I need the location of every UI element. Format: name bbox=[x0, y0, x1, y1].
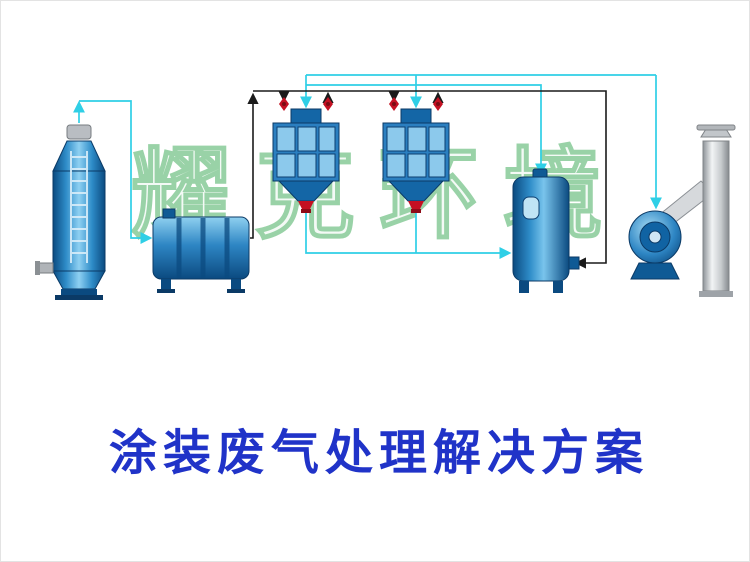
diagram-title: 涂装废气处理解决方案 bbox=[109, 425, 649, 481]
tank-window bbox=[522, 196, 540, 220]
fan-base bbox=[630, 262, 680, 280]
stack-cap-plate bbox=[696, 124, 736, 131]
adsorberB-bottom-valve bbox=[408, 201, 424, 209]
tower-inlet-nozzle bbox=[38, 262, 54, 274]
tower-bottom-cone bbox=[52, 270, 106, 290]
adsorberA-panels bbox=[276, 126, 336, 178]
carbon-adsorber-a bbox=[272, 97, 340, 213]
adsorberB-valve-right-icon bbox=[433, 97, 443, 111]
tank-side-stub bbox=[568, 256, 580, 270]
storage-tank bbox=[512, 168, 580, 293]
pipe-header-to-tank bbox=[306, 84, 547, 176]
tower-ladder bbox=[70, 151, 88, 263]
scrubber-tower bbox=[35, 124, 106, 300]
uv-photolysis-unit bbox=[152, 208, 250, 293]
pipe-uv-riser bbox=[247, 92, 259, 239]
uv-leg-left bbox=[161, 279, 171, 290]
centrifugal-fan bbox=[628, 210, 682, 280]
pipe-top-header-black bbox=[253, 90, 607, 269]
tower-body bbox=[52, 170, 106, 272]
stack-base bbox=[699, 291, 733, 297]
adsorberB-valve-left-icon bbox=[389, 97, 399, 111]
adsorberA-valve-left-icon bbox=[279, 97, 289, 111]
adsorberA-valve-right-icon bbox=[323, 97, 333, 111]
uv-foot-right bbox=[227, 289, 245, 293]
uv-leg-right bbox=[231, 279, 241, 290]
uv-foot-left bbox=[157, 289, 175, 293]
stack-body bbox=[702, 140, 730, 292]
fan-hub bbox=[648, 230, 662, 244]
carbon-adsorber-b bbox=[382, 97, 450, 213]
pipe-tower-to-uv bbox=[79, 100, 153, 244]
tank-leg-right bbox=[553, 281, 563, 293]
tower-base bbox=[61, 289, 97, 295]
adsorberB-bottom-flange bbox=[411, 209, 421, 213]
pipe-network bbox=[73, 74, 662, 269]
pipe-hopperA-out bbox=[305, 211, 512, 259]
adsorberB-panels bbox=[386, 126, 446, 178]
adsorberA-bottom-valve bbox=[298, 201, 314, 209]
adsorberB-duct bbox=[400, 108, 432, 125]
uv-ribs bbox=[176, 218, 230, 278]
tank-leg-left bbox=[519, 281, 529, 293]
tower-inlet-flange bbox=[35, 261, 40, 275]
adsorberA-bottom-flange bbox=[301, 209, 311, 213]
tower-cap bbox=[66, 124, 92, 140]
adsorberA-duct bbox=[290, 108, 322, 125]
tank-body bbox=[512, 176, 570, 282]
uv-top-stub bbox=[162, 208, 176, 219]
exhaust-stack bbox=[658, 124, 736, 297]
tower-base-flange bbox=[55, 295, 103, 300]
